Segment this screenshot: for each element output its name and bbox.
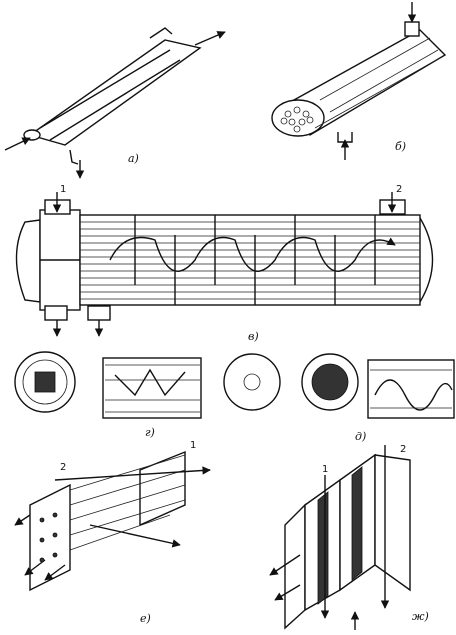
panel-e-label: е) — [140, 612, 151, 625]
callout-zh-2: 2 — [400, 444, 406, 455]
panel-b-label: б) — [395, 140, 406, 153]
callout-zh-1: 1 — [322, 464, 328, 475]
panel-a-double-pipe: а) — [4, 27, 226, 179]
panel-d-label: д) — [355, 430, 366, 443]
panel-v-horizontal-exchanger: 1 2 в) — [15, 184, 434, 343]
panel-g-label: г) — [145, 426, 155, 439]
panel-d-disc-ring-baffles: д) — [223, 353, 455, 443]
panel-zh-label: ж) — [412, 610, 429, 623]
tube-sheet-holes — [280, 106, 314, 133]
baffles — [134, 215, 376, 305]
callout-v-1: 1 — [60, 184, 66, 195]
callout-e-1: 1 — [190, 440, 196, 451]
panel-b-shell-tube: б) — [271, 2, 447, 160]
panel-a-label: а) — [128, 152, 139, 165]
tube-bundle — [80, 221, 420, 300]
panel-v-label: в) — [248, 330, 259, 343]
panel-zh-plate-exchanger: 1 2 ж) — [269, 444, 429, 630]
callout-v-2: 2 — [396, 184, 402, 195]
panel-g-segmental-baffles: г) — [14, 351, 202, 439]
callout-e-2: 2 — [60, 462, 66, 473]
panel-e-crossflow-bundle: 1 2 е) — [14, 440, 211, 625]
